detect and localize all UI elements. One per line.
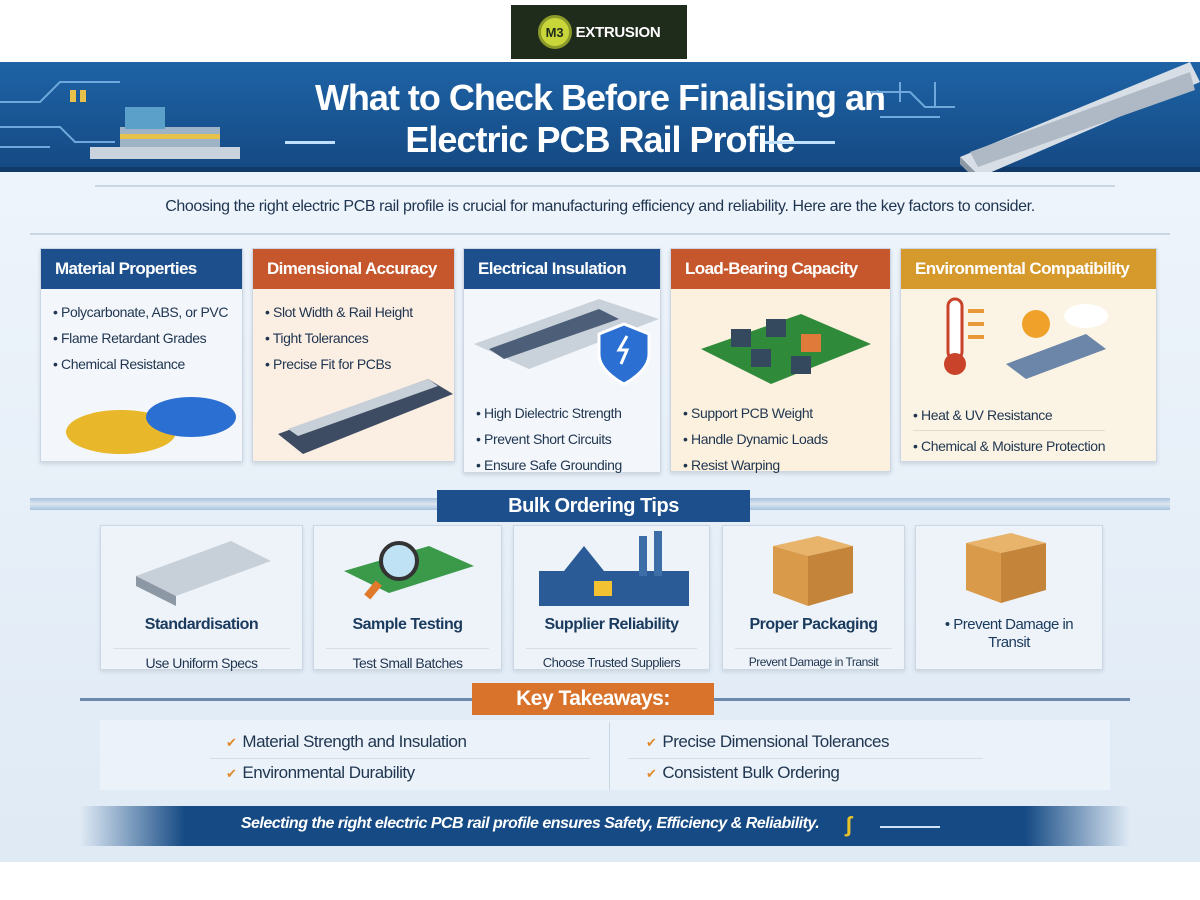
list-item: Resist Warping (683, 452, 828, 478)
check-icon: ✔ (646, 735, 657, 750)
tip-title: Proper Packaging (749, 616, 878, 633)
factory-icon (539, 531, 689, 606)
takeaway-item: ✔ Material Strength and Insulation (226, 732, 467, 752)
takeaway-text: Environmental Durability (242, 763, 415, 782)
list-item: Support PCB Weight (683, 400, 828, 426)
list-item: Prevent Short Circuits (476, 426, 622, 452)
rail-profile-icon (136, 541, 271, 606)
thermometer-sun-icon (944, 297, 1108, 379)
tip-subtitle: Use Uniform Specs (113, 648, 290, 671)
footer-dash (880, 826, 940, 828)
logo-wordmark: EXTRUSION (575, 23, 661, 41)
factor-card-electrical-insulation: Electrical Insulation High Dielectric St… (463, 248, 661, 473)
factor-card-material-properties: Material Properties Polycarbonate, ABS, … (40, 248, 243, 462)
footer-text: Selecting the right electric PCB rail pr… (240, 815, 820, 832)
list-item: Ensure Safe Grounding (476, 452, 622, 478)
divider (210, 758, 590, 759)
check-icon: ✔ (226, 735, 237, 750)
pcb-board-icon (701, 314, 871, 384)
divider (609, 722, 610, 790)
takeaway-item: ✔ Environmental Durability (226, 763, 415, 783)
tip-title-text: Prevent Damage in Transit (953, 616, 1074, 651)
card-title: Electrical Insulation (464, 249, 660, 289)
section-title: Bulk Ordering Tips (508, 494, 679, 517)
list-item: Handle Dynamic Loads (683, 426, 828, 452)
tip-subtitle: Prevent Damage in Transit (735, 648, 892, 669)
bulk-ordering-ribbon: Bulk Ordering Tips (437, 490, 750, 522)
list-item: Heat & UV Resistance (913, 400, 1106, 431)
box-icon (773, 536, 853, 606)
rail-clip-icon: ʃ (845, 812, 853, 837)
card-title: Dimensional Accuracy (253, 249, 454, 289)
title-dash-right (765, 141, 835, 144)
tip-card-sample-testing: Sample Testing Test Small Batches (313, 525, 502, 671)
card-title: Load-Bearing Capacity (671, 249, 890, 289)
tip-title: Supplier Reliability (544, 616, 679, 633)
factor-card-environmental-compatibility: Environmental Compatibility Heat & UV Re… (900, 248, 1157, 462)
tip-card-prevent-damage: • Prevent Damage in Transit (915, 525, 1103, 670)
list-item: Slot Width & Rail Height (265, 299, 442, 325)
takeaway-text: Consistent Bulk Ordering (662, 763, 840, 782)
card-title: Material Properties (41, 249, 242, 289)
plastic-pellets-icon (66, 397, 236, 454)
logo-mark: M3 (537, 15, 572, 49)
box-icon (966, 533, 1046, 603)
title-line-1: What to Check Before Finalising an (314, 77, 886, 118)
card-title: Environmental Compatibility (901, 249, 1156, 289)
divider (628, 758, 983, 759)
takeaways-panel (100, 720, 1110, 790)
tip-title: • Prevent Damage in Transit (944, 616, 1074, 651)
tip-card-supplier-reliability: Supplier Reliability Choose Trusted Supp… (513, 525, 710, 670)
list-item: Flame Retardant Grades (53, 325, 230, 351)
tip-subtitle: Test Small Batches (326, 648, 489, 671)
check-icon: ✔ (646, 766, 657, 781)
brand-logo: M3 EXTRUSION (511, 5, 687, 59)
tip-title: Sample Testing (352, 616, 463, 633)
takeaway-item: ✔ Consistent Bulk Ordering (646, 763, 840, 783)
tip-subtitle: Choose Trusted Suppliers (526, 648, 697, 670)
list-item: Tight Tolerances (265, 325, 442, 351)
title-banner: What to Check Before Finalising an Elect… (0, 62, 1200, 182)
tip-card-proper-packaging: Proper Packaging Prevent Damage in Trans… (722, 525, 905, 670)
takeaway-item: ✔ Precise Dimensional Tolerances (646, 732, 889, 752)
key-takeaways-ribbon: Key Takeaways: (472, 683, 714, 715)
title-dash-left (285, 141, 335, 144)
intro-text: Choosing the right electric PCB rail pro… (165, 198, 1035, 215)
list-item: Chemical & Moisture Protection (913, 431, 1105, 461)
list-item: Chemical Resistance (53, 351, 230, 377)
insulated-rail-shield-icon (474, 299, 659, 386)
tip-title: Standardisation (144, 616, 259, 633)
check-icon: ✔ (226, 766, 237, 781)
takeaway-text: Material Strength and Insulation (242, 732, 467, 751)
footer-banner (80, 806, 1130, 846)
tip-card-standardisation: Standardisation Use Uniform Specs (100, 525, 303, 671)
aluminium-rail-illustration (870, 62, 1200, 182)
pcb-machine-illustration (0, 81, 240, 159)
divider (30, 233, 1170, 235)
list-item: Polycarbonate, ABS, or PVC (53, 299, 230, 325)
section-title: Key Takeaways: (516, 687, 670, 710)
rail-profile-icon (278, 379, 453, 454)
title-line-2: Electric PCB Rail Profile (405, 119, 795, 160)
list-item: High Dielectric Strength (476, 400, 622, 426)
factor-card-load-bearing-capacity: Load-Bearing Capacity Support PCB Weight… (670, 248, 891, 473)
magnifier-pcb-icon (344, 541, 474, 600)
takeaway-text: Precise Dimensional Tolerances (662, 732, 889, 751)
list-item: Precise Fit for PCBs (265, 351, 442, 377)
divider (95, 185, 1115, 187)
factor-card-dimensional-accuracy: Dimensional Accuracy Slot Width & Rail H… (252, 248, 455, 462)
